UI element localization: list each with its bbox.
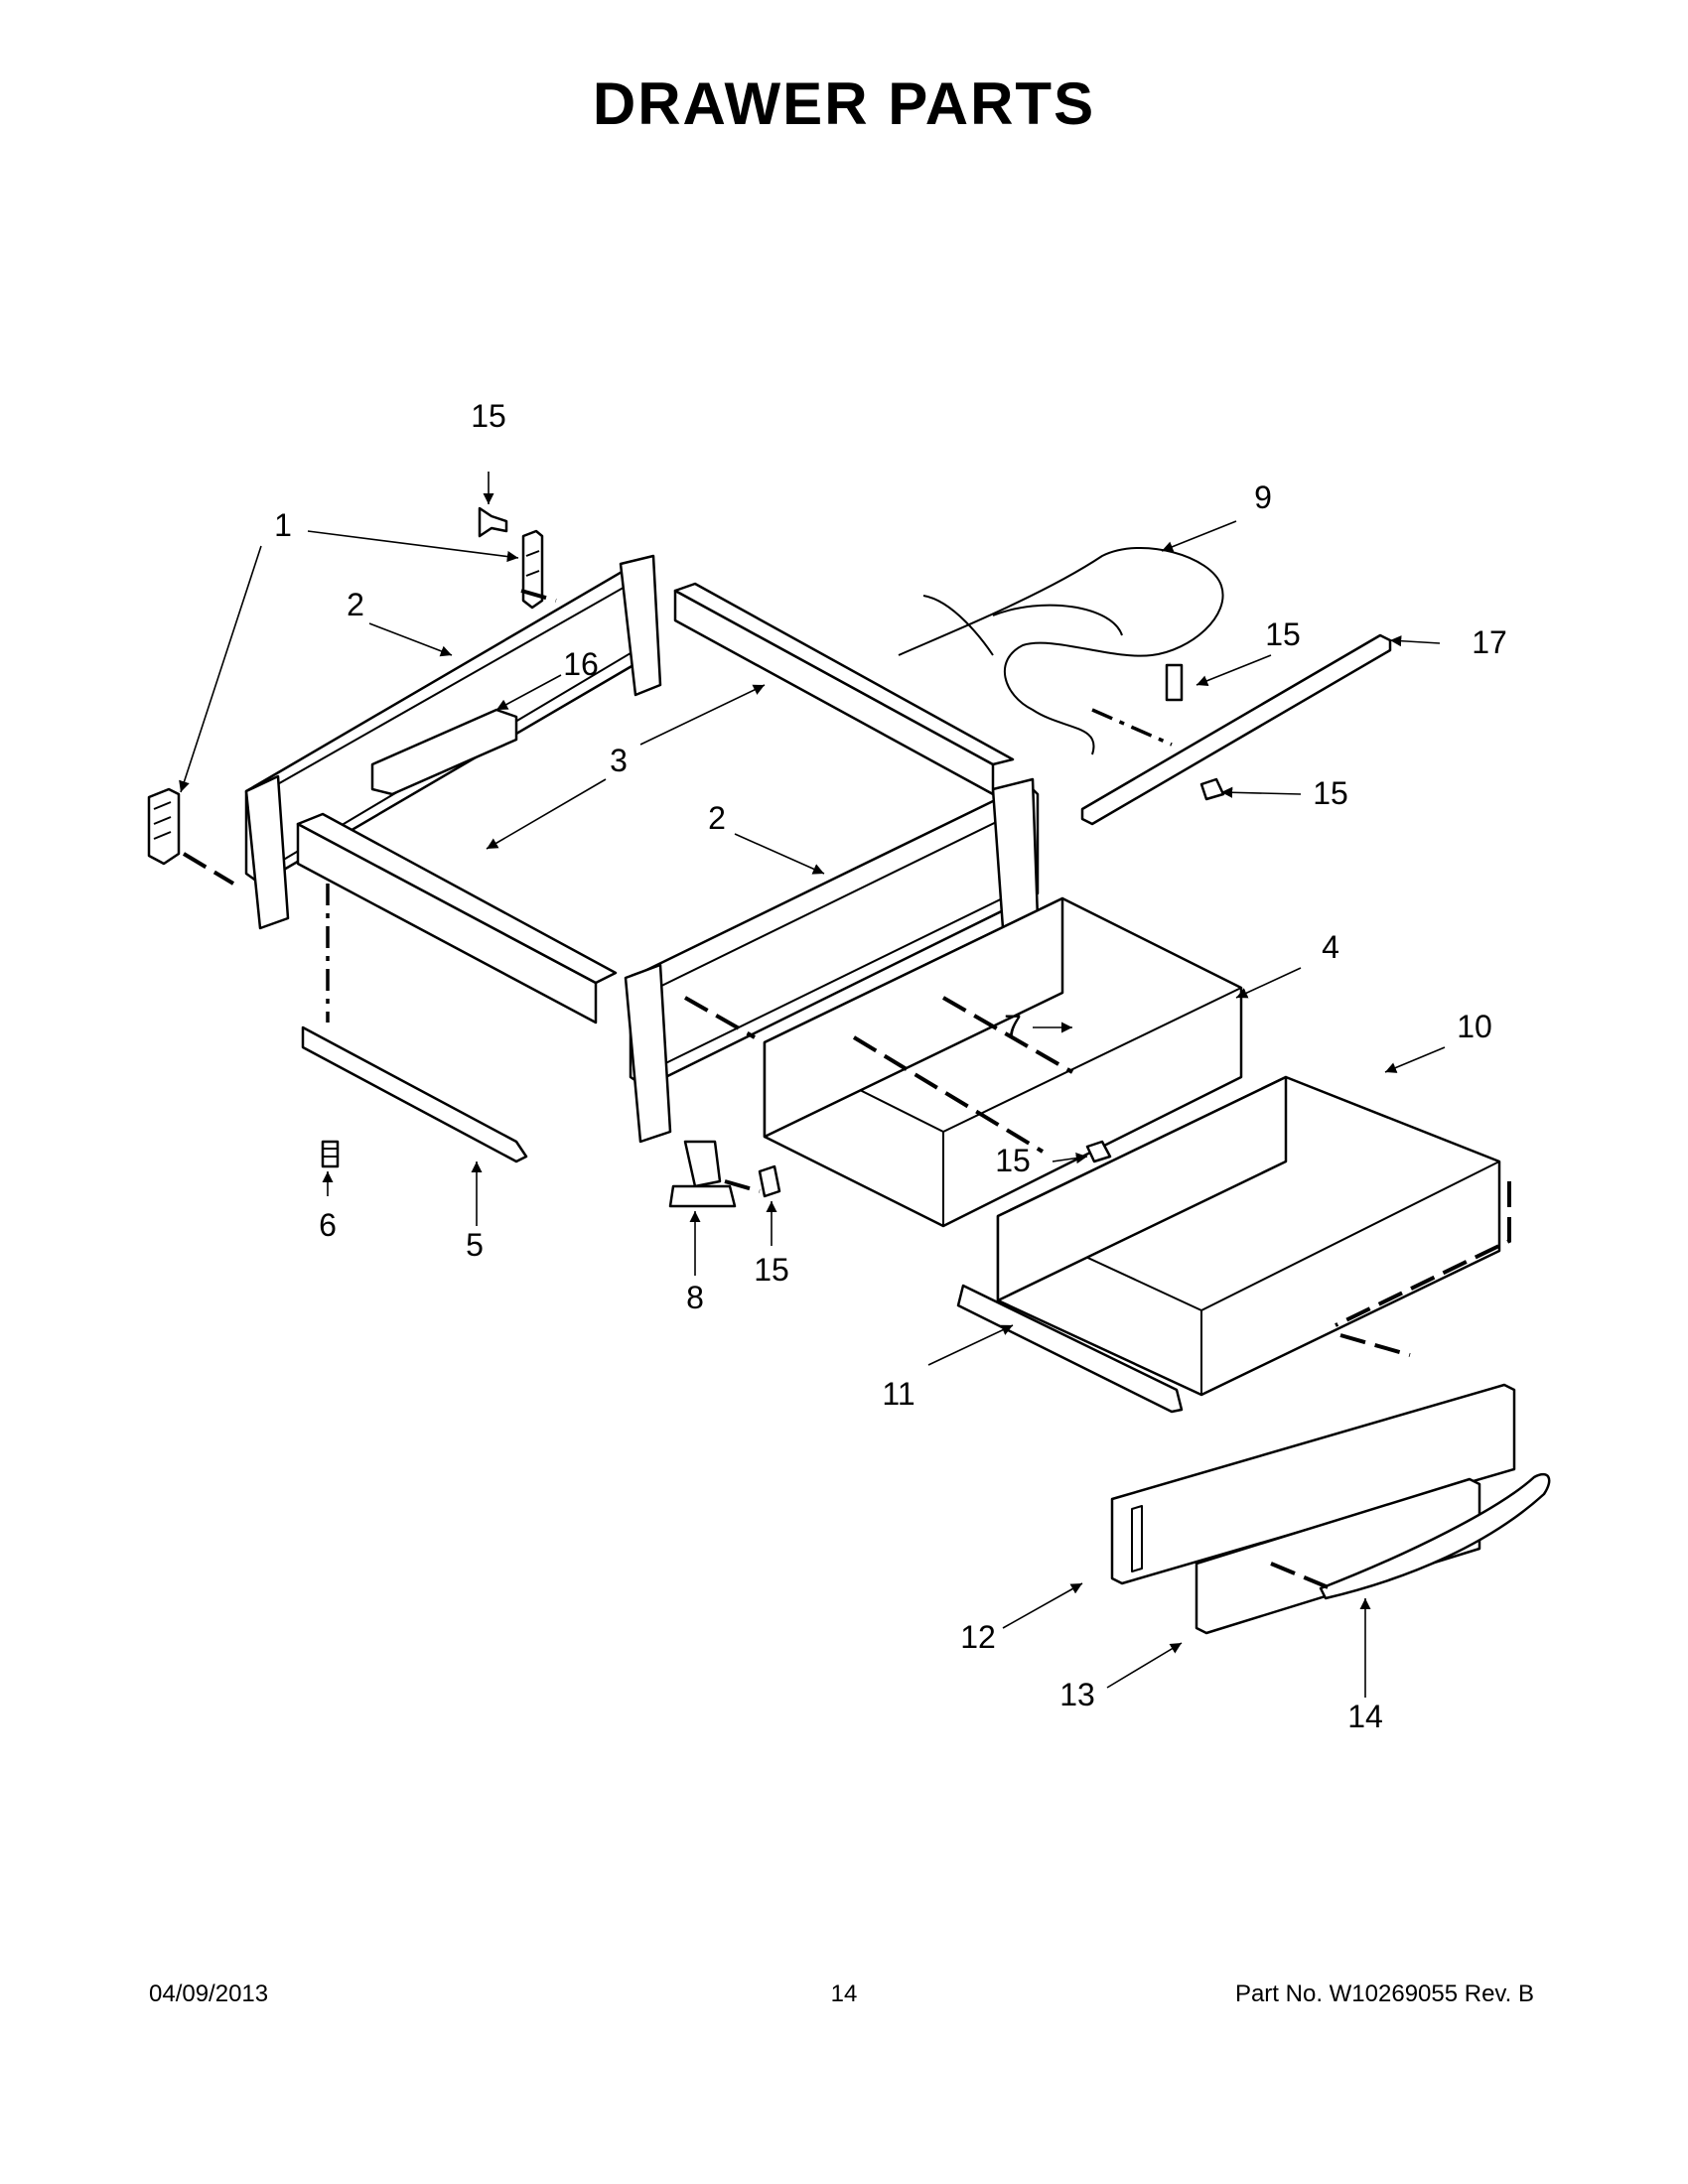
part-8-leveling-leg [668,1140,737,1208]
callout-10: 10 [1457,1009,1492,1044]
footer-page-number: 14 [830,1980,858,2007]
part-6-spring [321,1140,340,1168]
screw-icon [478,506,508,538]
footer-part-number: Part No. W10269055 Rev. B [1234,1980,1534,2007]
part-10-drawer-pan [996,1075,1501,1397]
part-3-cross-member-front [296,812,618,1024]
callout-11: 11 [882,1376,914,1412]
part-1-bracket-right [521,529,544,610]
callout-4: 4 [1322,929,1339,965]
part-1-bracket-left [147,787,181,866]
footer-date: 04/09/2013 [149,1980,269,2007]
part-11-drawer-slide [956,1284,1184,1414]
screw-icon [1165,663,1184,702]
part-5-slide-rail [301,1025,528,1163]
callout-8: 8 [686,1280,704,1315]
callout-7: 7 [1004,1009,1022,1044]
callout-3: 3 [610,743,628,778]
callout-15: 15 [995,1143,1031,1178]
callout-15: 15 [471,398,506,434]
part-9-heating-element [898,547,1224,755]
leader-lines [179,472,1446,1698]
callout-17: 17 [1472,624,1507,660]
callout-2: 2 [347,587,364,622]
callout-15: 15 [1313,775,1348,811]
part-17-strip [1080,633,1392,826]
callout-13: 13 [1059,1677,1095,1712]
callout-5: 5 [466,1227,484,1263]
part-2-side-rail-right [624,777,1040,1144]
page-title: DRAWER PARTS [592,70,1096,137]
callout-16: 16 [563,646,599,682]
screw-icon [758,1164,781,1198]
callout-15: 15 [754,1252,789,1288]
part-14-drawer-handle [1319,1472,1551,1600]
part-12-drawer-front [1110,1383,1516,1585]
part-13-front-panel [1195,1477,1481,1635]
callout-15: 15 [1265,616,1301,652]
screw-icon [1085,1140,1112,1163]
callout-12: 12 [960,1619,996,1655]
part-3-cross-member-rear [673,582,1015,796]
callout-14: 14 [1347,1699,1383,1734]
callout-9: 9 [1254,479,1272,515]
assembly-lines [182,589,1511,1590]
callout-6: 6 [319,1207,337,1243]
screw-icon [1199,777,1225,801]
callout-1: 1 [274,507,292,543]
callout-2: 2 [708,800,726,836]
part-4-drawer-body [763,896,1243,1228]
